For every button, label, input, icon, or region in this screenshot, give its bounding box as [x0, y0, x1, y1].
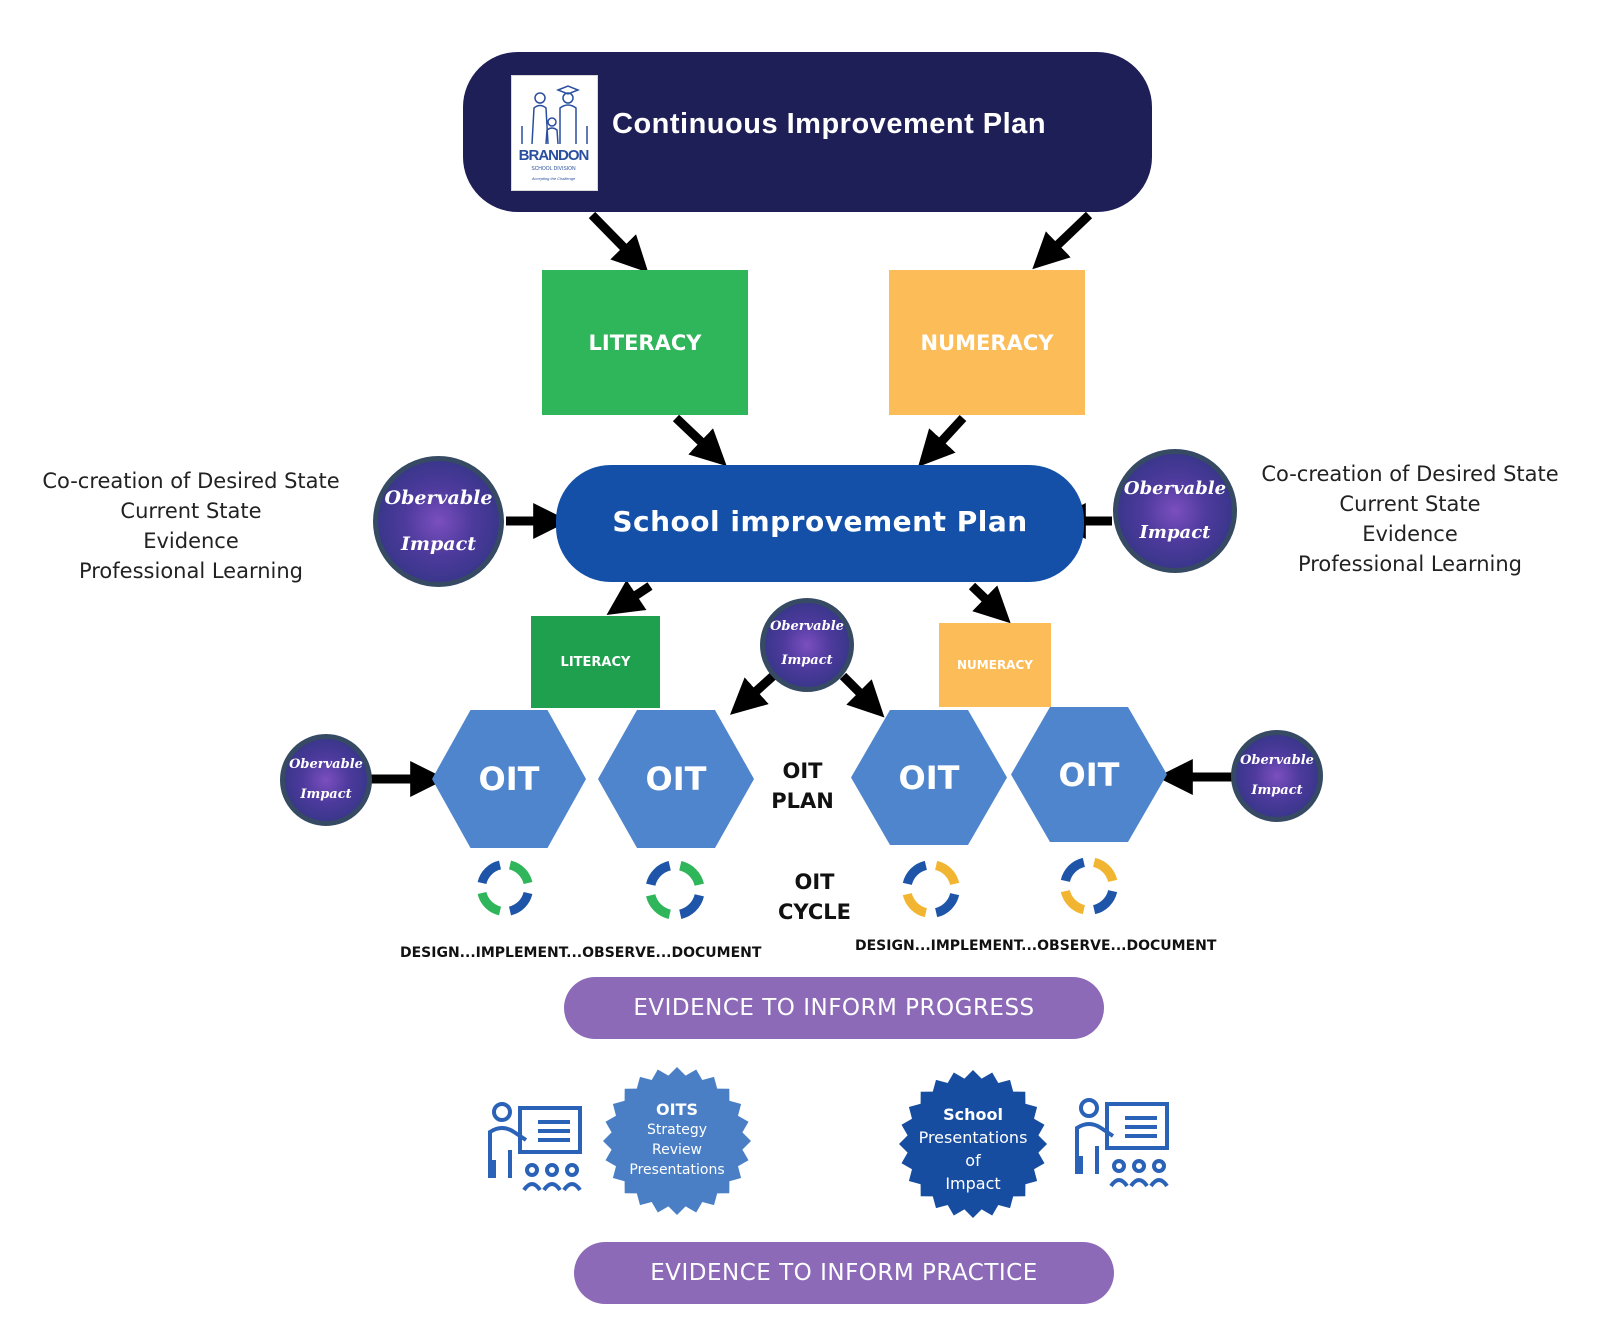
- literacy-small-box: LITERACY: [531, 616, 660, 708]
- seal-line: Impact: [945, 1174, 1001, 1193]
- left-side-notes: Co-creation of Desired State Current Sta…: [26, 466, 356, 586]
- impact-word: Impact: [781, 653, 833, 668]
- oit-cycle-label: OIT CYCLE: [767, 867, 862, 927]
- seal-line: Strategy: [647, 1122, 707, 1138]
- school-improvement-plan-box: [556, 465, 1084, 582]
- arrow-cip-to-numeracy: [1032, 211, 1093, 270]
- oit-hexagon-4: OIT: [1011, 707, 1167, 842]
- side-note: Evidence: [143, 529, 239, 553]
- side-note: Professional Learning: [78, 559, 304, 583]
- oit-plan-line: OIT: [782, 759, 823, 783]
- seal-line: Presentations: [918, 1128, 1028, 1147]
- observable-word: Obervable: [384, 487, 493, 509]
- observable-impact-lower-right: Obervable Impact: [1231, 730, 1323, 822]
- evidence-practice-pill: EVIDENCE TO INFORM PRACTICE: [574, 1242, 1114, 1304]
- brandon-logo: [511, 75, 598, 191]
- literacy-box: LITERACY: [542, 270, 748, 415]
- seal-oits-badge: [603, 1067, 751, 1215]
- side-note: Co-creation of Desired State: [1261, 462, 1559, 486]
- observable-impact-lower-left: Obervable Impact: [280, 734, 372, 826]
- cycle-icon: [646, 861, 704, 919]
- impact-word: Impact: [401, 533, 476, 555]
- arrow-sip-to-numeracy-small: [968, 582, 1011, 624]
- arrow-cip-to-literacy: [588, 211, 649, 273]
- cycle-icon: [902, 860, 960, 918]
- seal-line: Review: [652, 1142, 702, 1158]
- seal-school-badge: [899, 1070, 1047, 1218]
- observable-word: Obervable: [1123, 478, 1227, 499]
- evidence-progress-pill: EVIDENCE TO INFORM PROGRESS: [564, 977, 1104, 1039]
- cycle-caption-right: DESIGN...IMPLEMENT...OBSERVE...DOCUMENT: [855, 938, 1217, 954]
- observable-impact-left: Obervable Impact: [373, 456, 504, 587]
- oit-plan-line: PLAN: [771, 789, 834, 813]
- numeracy-small-box: NUMERACY: [939, 623, 1051, 707]
- oit-hexagon-3: OIT: [851, 710, 1007, 845]
- right-side-notes: Co-creation of Desired State Current Sta…: [1245, 459, 1575, 579]
- oit-cycle-line: OIT: [794, 870, 835, 894]
- arrow-center-impact-left: [729, 672, 777, 715]
- logo-sub: SCHOOL DIVISION: [531, 166, 576, 172]
- seal-oits-text: OITS Strategy Review Presentations: [602, 1100, 752, 1180]
- logo-tagline: Accepting the Challenge: [531, 176, 576, 181]
- arrow-literacy-to-sip: [672, 414, 727, 467]
- observable-impact-right: Obervable Impact: [1113, 449, 1237, 573]
- observable-impact-center: Obervable Impact: [760, 598, 854, 692]
- arrow-numeracy-to-sip: [918, 414, 967, 467]
- cycle-icon: [477, 860, 533, 916]
- oit-hexagon-2: OIT: [598, 710, 754, 848]
- numeracy-box: NUMERACY: [889, 270, 1085, 415]
- side-note: Evidence: [1362, 522, 1458, 546]
- arrow-center-impact-right: [839, 672, 885, 718]
- seal-title: School: [943, 1105, 1003, 1124]
- school-improvement-plan-title: School improvement Plan: [612, 505, 1028, 538]
- cycle-caption-left: DESIGN...IMPLEMENT...OBSERVE...DOCUMENT: [400, 945, 762, 961]
- seal-school-text: School Presentations of Impact: [898, 1103, 1048, 1195]
- seal-line: of: [965, 1151, 981, 1170]
- observable-word: Obervable: [770, 619, 844, 634]
- oit-cycle-line: CYCLE: [777, 900, 851, 924]
- seal-title: OITS: [656, 1100, 698, 1119]
- cycle-icon: [1060, 857, 1118, 915]
- continuous-improvement-plan-title: Continuous Improvement Plan: [612, 108, 1047, 140]
- observable-word: Obervable: [1240, 753, 1314, 768]
- logo-figures-icon: [521, 85, 588, 145]
- impact-word: Impact: [1251, 783, 1303, 798]
- oit-plan-label: OIT PLAN: [760, 756, 845, 816]
- impact-word: Impact: [300, 787, 352, 802]
- side-note: Co-creation of Desired State: [42, 469, 340, 493]
- side-note: Current State: [1339, 492, 1481, 516]
- side-note: Professional Learning: [1297, 552, 1523, 576]
- arrow-sip-to-literacy-small: [606, 580, 653, 615]
- side-note: Current State: [120, 499, 262, 523]
- logo-name: BRANDON: [518, 147, 590, 164]
- presenter-icon: [488, 1102, 582, 1192]
- impact-word: Impact: [1139, 522, 1211, 543]
- observable-word: Obervable: [289, 757, 363, 772]
- presenter-icon: [1075, 1098, 1169, 1188]
- seal-line: Presentations: [629, 1162, 725, 1178]
